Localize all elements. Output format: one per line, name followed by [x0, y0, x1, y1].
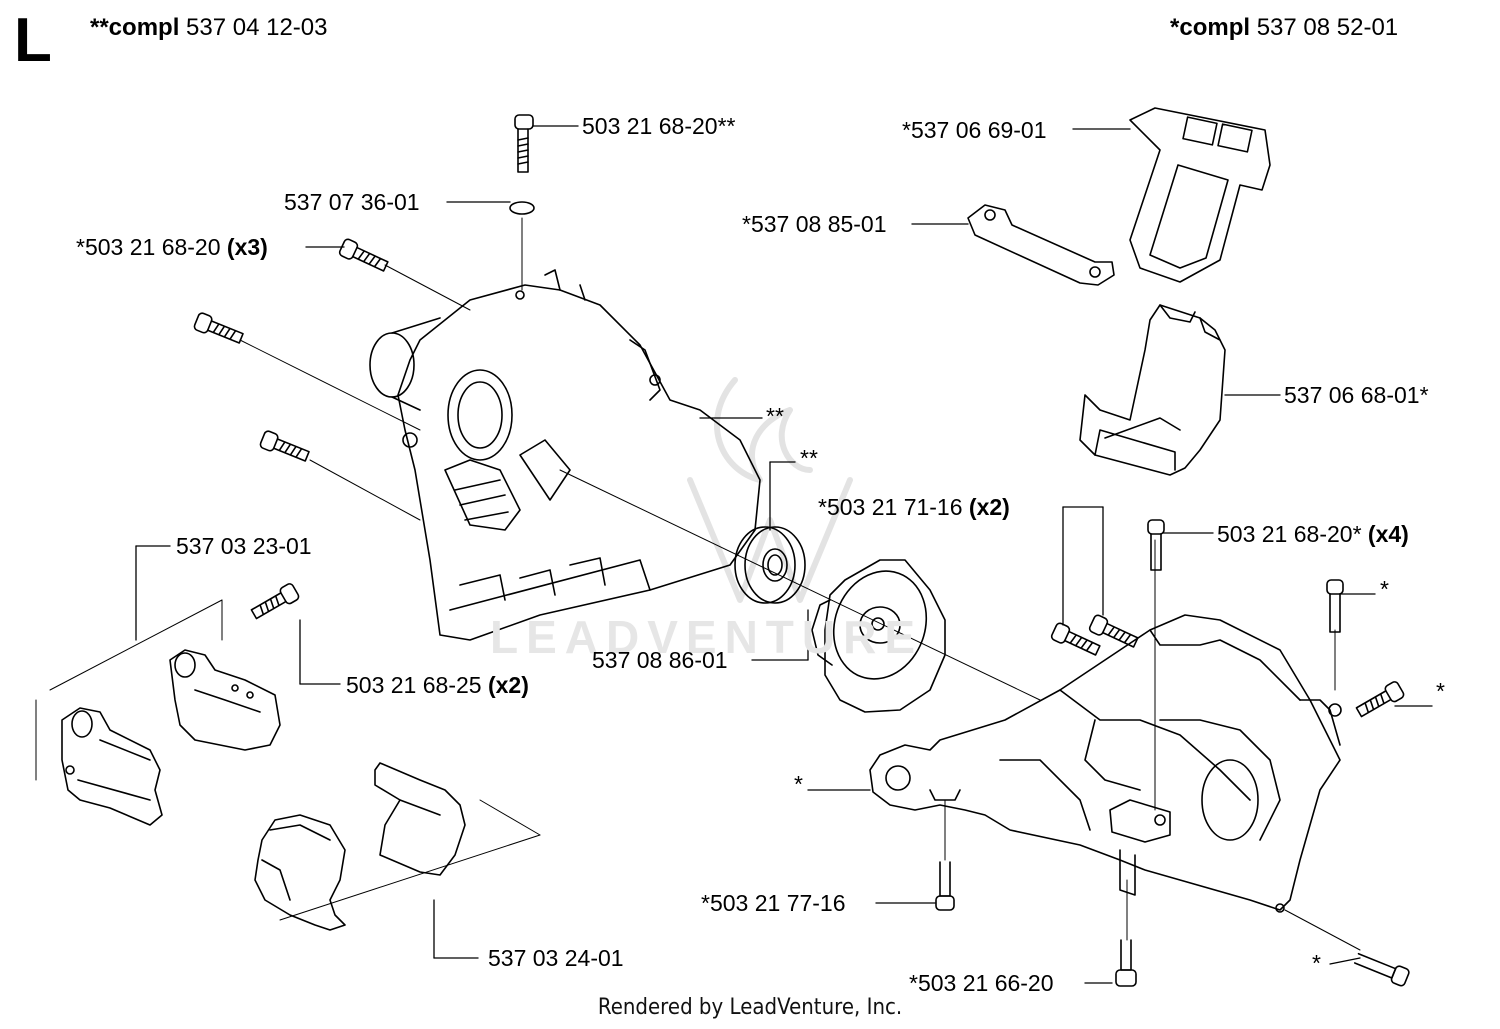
part-label[interactable]: *503 21 77-16 — [701, 890, 846, 916]
part-label[interactable]: 537 03 24-01 — [488, 945, 624, 971]
header-right-assembly: *compl 537 08 52-01 — [1170, 14, 1398, 42]
part-label[interactable]: *537 08 85-01 — [742, 211, 887, 237]
header-left-prefix: **compl — [90, 14, 180, 41]
part-number: 503 21 68-20* — [1217, 521, 1362, 547]
part-label[interactable]: ** — [766, 403, 784, 429]
part-label[interactable]: *503 21 71-16 (x2) — [818, 494, 1010, 520]
part-number: 503 21 68-25 — [346, 672, 482, 698]
header-left-assembly: **compl 537 04 12-03 — [90, 14, 328, 42]
screw-icons — [193, 115, 1410, 987]
part-label[interactable]: *537 06 69-01 — [902, 117, 1047, 143]
part-number: *503 21 71-16 — [818, 494, 963, 520]
part-label[interactable]: 537 03 23-01 — [176, 533, 312, 559]
part-number: * — [1380, 576, 1389, 602]
part-label[interactable]: *503 21 66-20 — [909, 970, 1054, 996]
header-right-prefix: *compl — [1170, 14, 1251, 41]
clamp-right-icon — [255, 763, 465, 930]
part-number: *537 06 69-01 — [902, 117, 1047, 143]
part-number: * — [794, 771, 803, 797]
small-gasket-icon — [968, 205, 1114, 285]
flywheel-cover-icon — [812, 558, 945, 712]
part-number: * — [1436, 678, 1445, 704]
part-label[interactable]: 537 08 86-01 — [592, 647, 728, 673]
cylinder-housing-icon — [1080, 305, 1225, 475]
part-label[interactable]: * — [1312, 950, 1321, 976]
part-label[interactable]: 537 07 36-01 — [284, 189, 420, 215]
header-right-number: 537 08 52-01 — [1256, 14, 1399, 41]
part-number: 503 21 68-20** — [582, 113, 736, 139]
part-number: 537 07 36-01 — [284, 189, 420, 215]
part-number: 537 03 24-01 — [488, 945, 624, 971]
part-number: *537 08 85-01 — [742, 211, 887, 237]
assembly-axes — [36, 218, 1360, 950]
part-qty: (x3) — [226, 234, 268, 260]
part-label[interactable]: 503 21 68-25 (x2) — [346, 672, 529, 698]
top-gasket-icon — [1130, 108, 1270, 282]
crankcase-left-icon — [370, 270, 760, 640]
bearing-icon — [735, 527, 805, 603]
part-number: *503 21 68-20 — [76, 234, 221, 260]
section-letter: L — [14, 6, 52, 75]
part-label[interactable]: * — [1436, 678, 1445, 704]
part-number: 537 03 23-01 — [176, 533, 312, 559]
part-label[interactable]: 537 06 68-01* — [1284, 382, 1429, 408]
part-number: ** — [766, 403, 784, 429]
part-number: * — [1312, 950, 1321, 976]
part-label[interactable]: 503 21 68-20* (x4) — [1217, 521, 1409, 547]
part-qty: (x2) — [487, 672, 529, 698]
part-number: 537 08 86-01 — [592, 647, 728, 673]
bracket-left-icon — [62, 650, 280, 825]
leader-lines — [136, 126, 1432, 983]
part-label[interactable]: * — [794, 771, 803, 797]
part-number: ** — [800, 445, 818, 471]
part-qty: (x2) — [968, 494, 1010, 520]
part-label[interactable]: 503 21 68-20** — [582, 113, 735, 139]
part-number: 537 06 68-01* — [1284, 382, 1429, 408]
watermark: LEADVENTURE — [490, 611, 924, 663]
part-label[interactable]: ** — [800, 445, 818, 471]
footer-credit: Rendered by LeadVenture, Inc. — [597, 995, 903, 1020]
part-label[interactable]: * — [1380, 576, 1389, 602]
part-number: *503 21 77-16 — [701, 890, 846, 916]
header-left-number: 537 04 12-03 — [186, 14, 328, 41]
part-label[interactable]: *503 21 68-20 (x3) — [76, 234, 268, 260]
part-qty: (x4) — [1367, 521, 1409, 547]
part-number: *503 21 66-20 — [909, 970, 1054, 996]
crankcase-right-icon — [870, 615, 1341, 912]
